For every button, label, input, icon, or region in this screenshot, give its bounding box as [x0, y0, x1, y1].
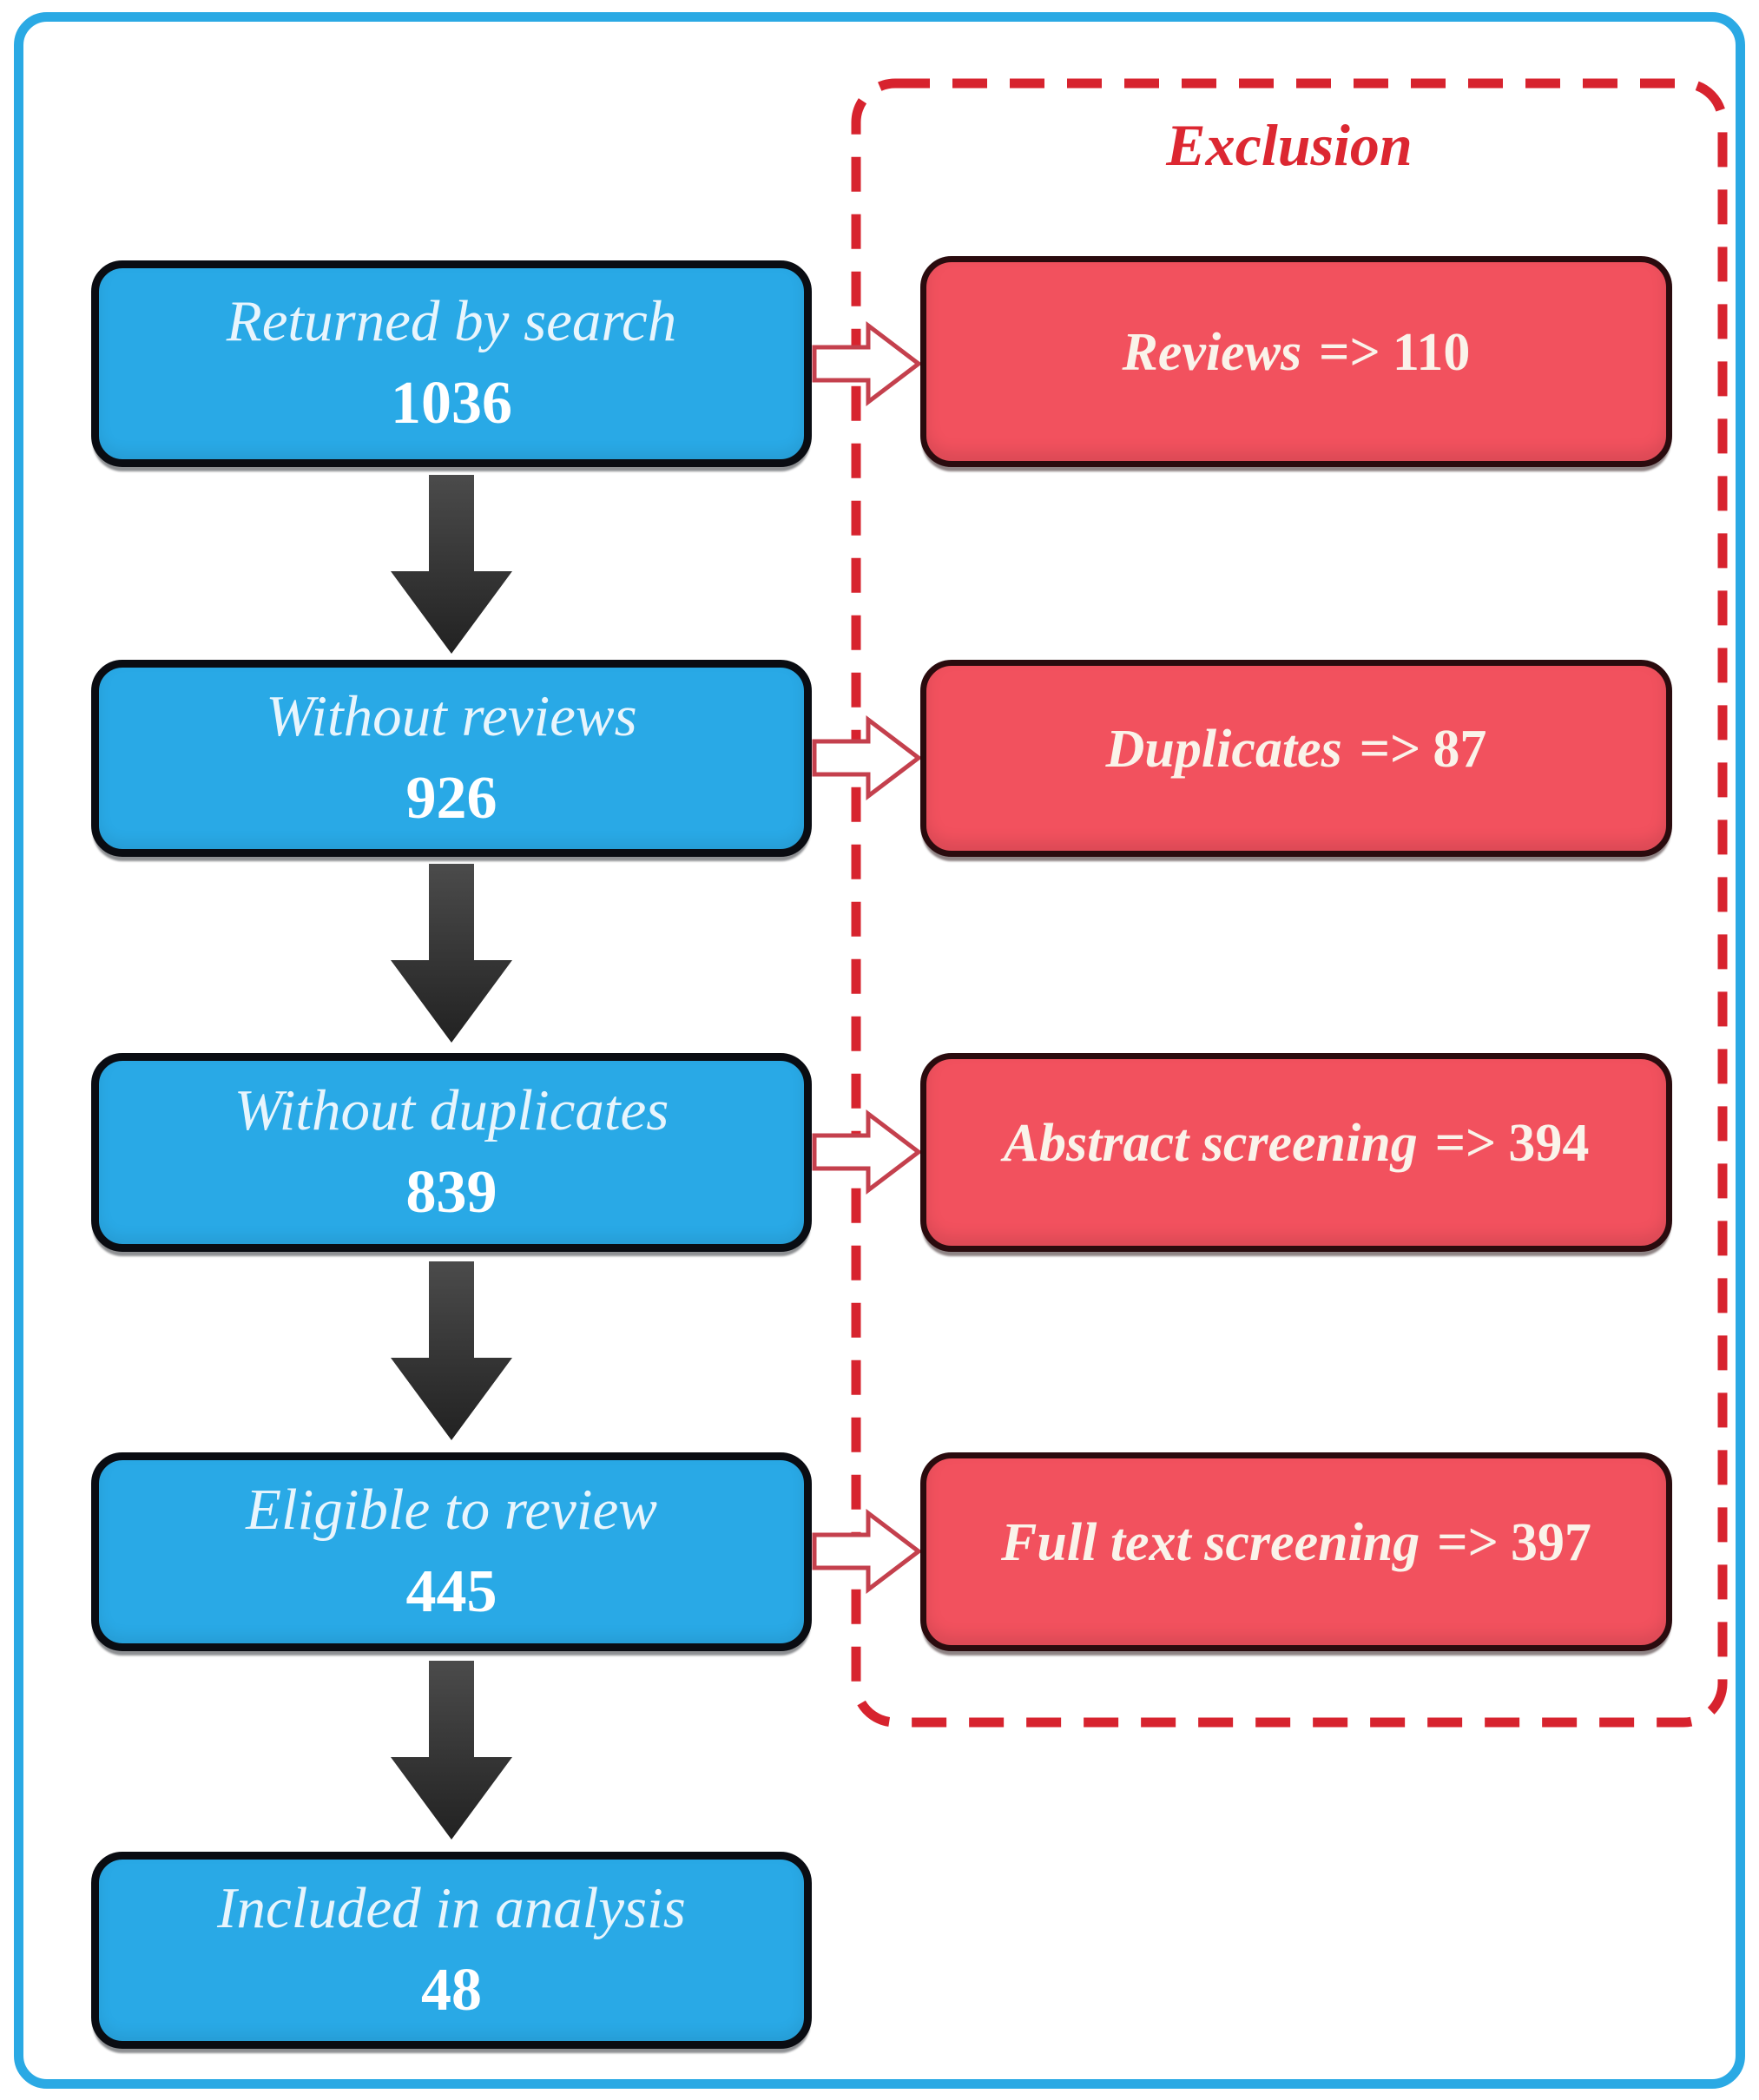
flow-step-returned-by-search: Returned by search 1036 [91, 260, 812, 467]
exclusion-connector: => [1319, 323, 1380, 382]
exclusion-panel-title: Exclusion [1166, 112, 1413, 178]
right-arrow-icon [814, 1513, 919, 1590]
exclusion-box-full-text-screening: Full text screening =>397 [920, 1452, 1672, 1651]
step-label: Included in analysis [217, 1875, 686, 1940]
step-value: 445 [405, 1557, 497, 1625]
down-arrow-icon [391, 1261, 512, 1440]
flow-step-included-in-analysis: Included in analysis 48 [91, 1852, 812, 2049]
flow-step-eligible-to-review: Eligible to review 445 [91, 1452, 812, 1651]
right-arrow-icon [814, 1114, 919, 1190]
down-arrow-icon [391, 475, 512, 654]
exclusion-box-duplicates: Duplicates =>87 [920, 660, 1672, 857]
exclusion-label: Duplicates [1105, 720, 1342, 779]
flow-step-without-duplicates: Without duplicates 839 [91, 1053, 812, 1252]
down-arrow-icon [391, 1661, 512, 1840]
step-value: 839 [405, 1158, 497, 1226]
exclusion-box-reviews: Reviews =>110 [920, 256, 1672, 467]
step-label: Without reviews [266, 683, 637, 748]
diagram-frame [14, 12, 1745, 2089]
exclusion-label: Full text screening [1001, 1513, 1420, 1572]
step-value: 1036 [391, 370, 512, 438]
step-value: 926 [405, 764, 497, 832]
flow-step-without-reviews: Without reviews 926 [91, 660, 812, 857]
exclusion-label: Abstract screening [1003, 1114, 1418, 1173]
step-value: 48 [421, 1956, 482, 2024]
exclusion-value: 397 [1510, 1513, 1591, 1572]
step-label: Returned by search [226, 289, 677, 354]
exclusion-connector: => [1434, 1114, 1497, 1173]
exclusion-value: 110 [1392, 323, 1471, 382]
exclusion-connector: => [1437, 1513, 1499, 1572]
exclusion-connector: => [1359, 720, 1421, 779]
down-arrow-icon [391, 864, 512, 1043]
right-arrow-icon [814, 720, 919, 796]
exclusion-value: 394 [1508, 1114, 1590, 1173]
step-label: Eligible to review [246, 1477, 657, 1542]
exclusion-value: 87 [1433, 720, 1487, 779]
step-label: Without duplicates [234, 1077, 669, 1142]
exclusion-box-abstract-screening: Abstract screening =>394 [920, 1053, 1672, 1252]
right-arrow-icon [814, 326, 919, 402]
exclusion-label: Reviews [1122, 323, 1302, 382]
exclusion-panel-border [851, 78, 1728, 1728]
